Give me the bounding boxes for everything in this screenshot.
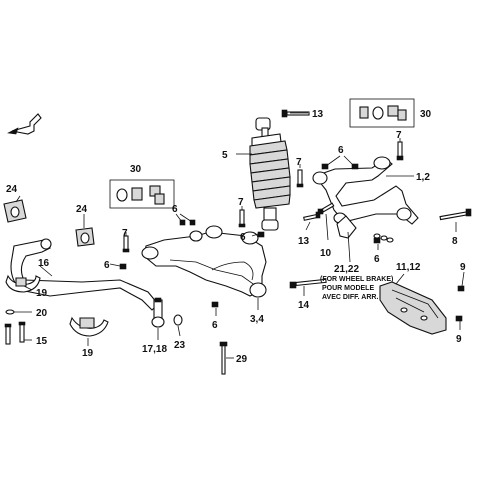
nut-6-mid2: [257, 231, 265, 238]
callout-6-right-top: 6: [338, 145, 344, 156]
callout-30-right: 30: [420, 109, 432, 120]
pin-29: [219, 341, 228, 375]
upper-a-arm: [312, 156, 419, 225]
note-pour-modele: POUR MODELE: [322, 285, 374, 292]
callout-30-left: 30: [130, 164, 142, 175]
front-direction-arrow-icon: [6, 113, 42, 135]
callout-6-right-mid: 6: [374, 254, 380, 265]
callout-3-4: 3,4: [250, 314, 264, 325]
bolt-13-top: [281, 109, 310, 118]
bolt-7-mid: [238, 209, 246, 228]
nuts-6-right-top: [321, 163, 359, 170]
callout-23: 23: [174, 340, 186, 351]
callout-19-top: 19: [36, 288, 48, 299]
callout-9-bottom: 9: [456, 334, 462, 345]
washer-20: [5, 309, 15, 315]
bushing-kit-right: [349, 98, 415, 128]
callout-10: 10: [320, 248, 332, 259]
bolt-13-mid: [303, 211, 321, 221]
callout-13-top: 13: [312, 109, 324, 120]
brake-bracket: [336, 215, 394, 243]
bolt-8: [439, 208, 472, 221]
callout-14: 14: [298, 300, 310, 311]
note-avec-diff: AVEC DIFF. ARR.: [322, 294, 378, 301]
callout-21-22: 21,22: [334, 264, 359, 275]
callout-1-2: 1,2: [416, 172, 430, 183]
bushing-kit-left: [109, 179, 175, 209]
nut-6-left: [119, 263, 127, 270]
bushing-24-mid: [75, 227, 95, 247]
bushing-24-left: [3, 199, 27, 223]
callout-11-12: 11,12: [396, 262, 421, 273]
bolt-7-upper: [296, 169, 304, 188]
callout-6-mid2: 6: [240, 232, 246, 243]
callout-7-right-mid: 7: [296, 157, 302, 168]
callout-29: 29: [236, 354, 248, 365]
bolt-14: [289, 278, 327, 289]
stabilizer-bar: [10, 238, 159, 311]
callout-17-18: 17,18: [142, 344, 167, 355]
callout-7-mid: 7: [238, 197, 244, 208]
bracket-19-top: [5, 274, 41, 293]
bolt-9-bottom: [455, 315, 463, 322]
callout-6-bottom: 6: [212, 320, 218, 331]
callout-24-left: 24: [6, 184, 18, 195]
bolt-7-right-top: [396, 141, 404, 161]
callout-24-mid: 24: [76, 204, 88, 215]
callout-7-left: 7: [122, 228, 128, 239]
callout-8: 8: [452, 236, 458, 247]
callout-20: 20: [36, 308, 48, 319]
callout-6-mid: 6: [172, 204, 178, 215]
bushing-23: [173, 314, 183, 326]
bracket-19-bottom: [69, 316, 109, 337]
callout-15: 15: [36, 336, 48, 347]
nut-6-mid-a: [179, 219, 186, 226]
bolt-9-top: [457, 285, 465, 292]
lower-a-arm: [141, 225, 267, 298]
callout-13-mid: 13: [298, 236, 310, 247]
bolts-15: [4, 321, 26, 345]
nut-6-right-mid: [373, 237, 381, 244]
callout-16: 16: [38, 258, 50, 269]
callout-7-right-top: 7: [396, 130, 402, 141]
callout-6-left: 6: [104, 260, 110, 271]
stabilizer-link: [151, 297, 165, 328]
skid-plate: [379, 281, 447, 335]
callout-5: 5: [222, 150, 228, 161]
leader-lines: [14, 112, 465, 359]
callout-19-bottom: 19: [82, 348, 94, 359]
shock-absorber: [249, 117, 291, 231]
note-wheel-brake: (FOR WHEEL BRAKE): [320, 276, 393, 283]
nut-6-bottom: [211, 301, 219, 308]
callout-9-top: 9: [460, 262, 466, 273]
bolt-10: [317, 202, 335, 215]
nut-6-mid-b: [189, 219, 196, 226]
